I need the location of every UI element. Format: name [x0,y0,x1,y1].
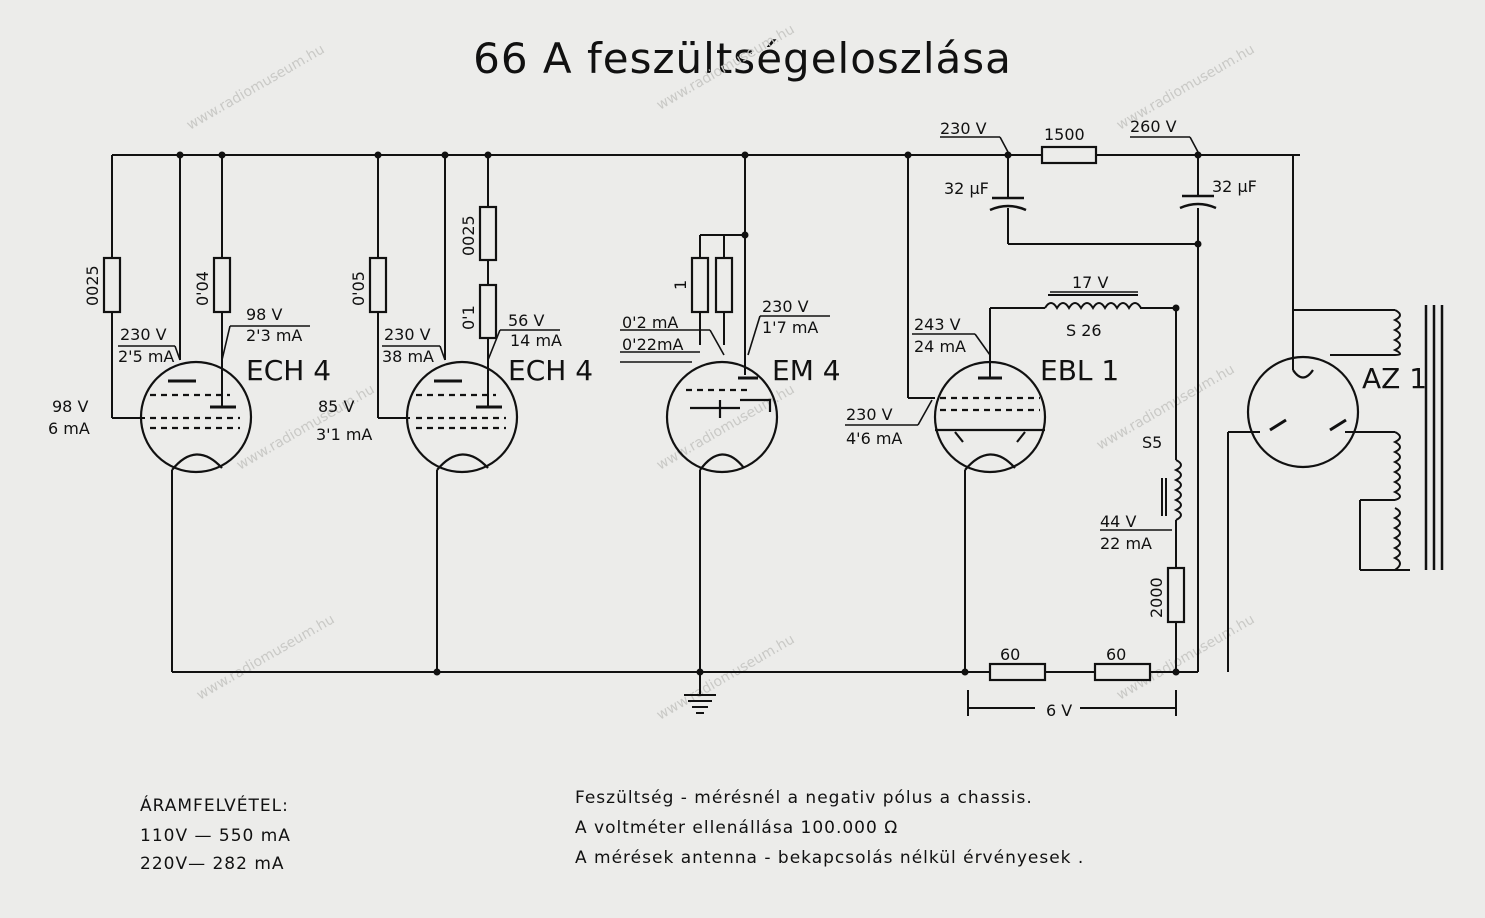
ground-icon [684,694,716,714]
transformer-secondary-2 [1392,507,1401,571]
arrows [112,136,1199,531]
tube-label-em4: EM 4 [772,354,841,387]
resistor-label-2000: 2000 [1147,577,1166,618]
coils [1044,294,1444,571]
meas-ech2-anode-v: 230 V [384,325,431,344]
resistor-label-005: 0'05 [349,271,368,306]
resistor-0025-b [478,205,498,262]
resistor-label-1500: 1500 [1044,125,1085,144]
transformer-secondary [1392,431,1401,501]
meas-ech2-screen-i: 14 mA [510,331,562,350]
meas-hv-230: 230 V [940,119,987,138]
meas-em4-v: 230 V [762,297,809,316]
meas-hv-260: 260 V [1130,117,1177,136]
labels: ECH 4 ECH 4 EM 4 EBL 1 AZ 1 0025 0'04 0'… [48,117,1427,720]
meas-field-i: 22 mA [1100,534,1152,553]
watermark: www.radiomuseum.hu [1114,611,1257,703]
resistor-0025-a [102,256,122,314]
meas-heater-v: 6 V [1046,701,1072,720]
capacitor-plate [989,204,1027,212]
coil-label-s26: S 26 [1066,321,1102,340]
note-line-1: Feszültség - mérésnél a negativ pólus a … [575,788,1033,808]
resistor-label-01: 0'1 [459,305,478,330]
meas-field-v: 44 V [1100,512,1136,531]
meas-ebl-screen-v: 230 V [846,405,893,424]
tube-ech4-1 [139,360,253,474]
tube-ech4-2 [405,360,519,474]
resistor-60-b [1093,662,1152,682]
diagram-title: 66 A feszültségeloszlása [473,34,1012,83]
note-line-2: A voltméter ellenállása 100.000 Ω [575,818,899,838]
meas-ech1-grid-v: 98 V [52,397,88,416]
capacitor-label-1: 32 μF [944,179,989,198]
resistor-label-0025-b: 0025 [459,215,478,256]
meas-ebl-anode-i: 24 mA [914,337,966,356]
capacitors [989,194,1217,212]
meas-ech2-screen-v: 56 V [508,311,544,330]
meas-ech2-grid-v: 85 V [318,397,354,416]
resistors [102,145,1186,682]
tube-az1 [1246,355,1360,469]
transformer-primary [1392,309,1401,356]
meas-em4-b: 0'22mA [622,335,684,354]
meas-em4-a: 0'2 mA [622,313,678,332]
tube-em4 [665,360,779,474]
resistor-1a [690,256,710,314]
resistor-1500 [1040,145,1098,165]
tube-ebl1 [933,360,1047,474]
coil-label-s5: S5 [1142,433,1162,452]
junction-dots [176,151,1202,676]
resistor-005 [368,256,388,314]
current-line-220: 220V— 282 mA [140,854,285,874]
watermark: www.radiomuseum.hu [194,611,337,703]
current-line-110: 110V — 550 mA [140,826,291,846]
resistor-2000 [1166,566,1186,624]
resistor-1b [714,256,734,314]
meas-ech1-screen-v: 98 V [246,305,282,324]
meas-ech1-screen-i: 2'3 mA [246,326,302,345]
meas-em4-i: 1'7 mA [762,318,818,337]
meas-ech1-anode-i: 2'5 mA [118,347,174,366]
resistor-label-0025-a: 0025 [83,265,102,306]
current-heading: ÁRAMFELVÉTEL: [140,796,289,816]
coil-s5 [1173,459,1182,521]
resistor-label-60-a: 60 [1000,645,1020,664]
tube-symbols [139,355,1360,474]
meas-ech2-grid-i: 3'1 mA [316,425,372,444]
meas-coil-v: 17 V [1072,273,1108,292]
capacitor-plate [1179,202,1217,210]
watermark: www.radiomuseum.hu [654,631,797,723]
resistor-label-004: 0'04 [193,271,212,306]
tube-label-ebl1: EBL 1 [1040,354,1119,387]
note-line-3: A mérések antenna - bekapcsolás nélkül é… [575,848,1085,868]
meas-ebl-screen-i: 4'6 mA [846,429,902,448]
watermark: www.radiomuseum.hu [184,41,327,133]
resistor-004 [212,256,232,314]
watermark: www.radiomuseum.hu [654,21,797,113]
resistor-60-a [988,662,1047,682]
meas-ebl-anode-v: 243 V [914,315,961,334]
tube-label-ech4-2: ECH 4 [508,354,593,387]
meas-ech2-anode-i: 38 mA [382,347,434,366]
tube-label-ech4-1: ECH 4 [246,354,331,387]
meas-ech1-grid-i: 6 mA [48,419,90,438]
resistor-label-1: 1 [671,280,690,290]
meas-ech1-anode-v: 230 V [120,325,167,344]
resistor-01 [478,283,498,340]
coil-s26 [1044,302,1142,310]
resistor-label-60-b: 60 [1106,645,1126,664]
tube-label-az1: AZ 1 [1362,362,1427,395]
capacitor-label-2: 32 μF [1212,177,1257,196]
